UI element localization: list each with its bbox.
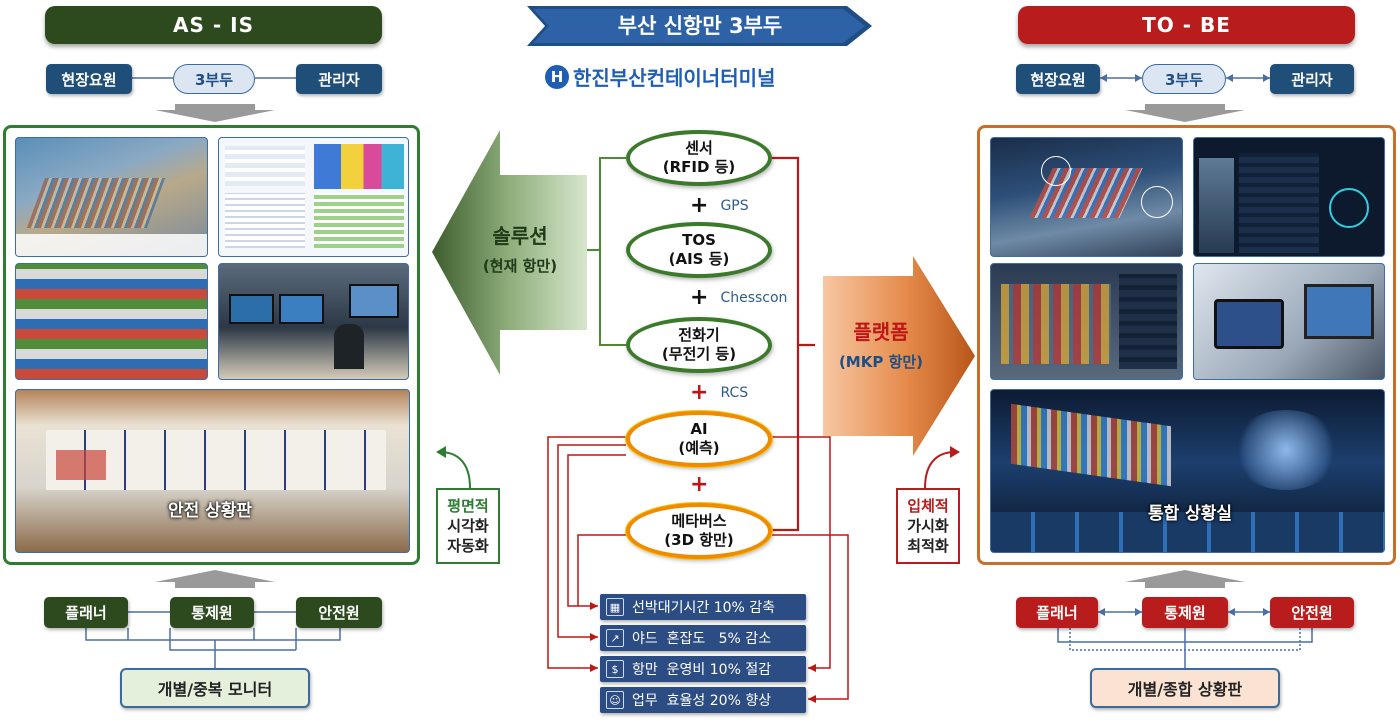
solution-arrow-icon bbox=[432, 130, 587, 375]
as-is-photo-frame bbox=[3, 125, 420, 565]
plus-icon: + bbox=[690, 380, 709, 405]
connector-gps-label: GPS bbox=[720, 197, 749, 214]
to-be-side-label: 입체적 가시화 최적화 bbox=[896, 488, 960, 564]
worker-icon: ☺ bbox=[606, 691, 624, 709]
hanjin-logo-icon: H bbox=[545, 64, 569, 89]
to-be-controller: 통제원 bbox=[1142, 597, 1228, 628]
as-is-planner: 플래너 bbox=[44, 597, 128, 628]
connector-chesscon: + Chesscon bbox=[690, 285, 787, 310]
result-operating-cost-text: 항만 운영비 10% 절감 bbox=[632, 662, 772, 678]
as-is-safety-officer: 안전원 bbox=[296, 597, 382, 628]
to-be-side-label-3: 최적화 bbox=[907, 537, 949, 555]
company-name: 한진부산컨테이너터미널 bbox=[573, 66, 776, 90]
tech-node-metaverse: 메타버스 (3D 항만) bbox=[626, 503, 772, 559]
calendar-icon: ▦ bbox=[606, 598, 624, 616]
plus-icon: + bbox=[690, 472, 709, 497]
connector-chesscon-label: Chesscon bbox=[720, 289, 788, 306]
as-is-header: AS - IS bbox=[45, 6, 382, 44]
tech-node-metaverse-title: 메타버스 bbox=[671, 512, 727, 530]
result-yard-congestion: ↗ 야드 혼잡도 5% 감소 bbox=[600, 625, 806, 651]
to-be-planner: 플래너 bbox=[1016, 597, 1098, 628]
to-be-photo-caption: 통합 상황실 bbox=[1147, 504, 1233, 524]
to-be-monitor-box: 개별/종합 상황판 bbox=[1090, 668, 1280, 708]
port-3d-simulation-photo bbox=[990, 137, 1183, 257]
as-is-controller: 통제원 bbox=[170, 597, 254, 628]
solution-title: 솔루션 bbox=[492, 224, 548, 248]
tech-node-tos-title: TOS bbox=[682, 231, 716, 249]
tech-node-ai: AI (예측) bbox=[626, 411, 772, 467]
to-be-side-label-1: 입체적 bbox=[907, 497, 949, 515]
platform-arrow-icon bbox=[823, 256, 975, 456]
money-icon: $ bbox=[606, 660, 624, 678]
plus-icon: + bbox=[690, 193, 709, 218]
result-vessel-wait: ▦ 선박대기시간 10% 감축 bbox=[600, 594, 806, 620]
to-be-side-label-2: 가시화 bbox=[907, 517, 949, 535]
to-be-field-agent: 현장요원 bbox=[1016, 64, 1100, 94]
connector-gps: + GPS bbox=[690, 193, 749, 218]
dashboard-screen-photo bbox=[218, 137, 409, 257]
to-be-safety-officer: 안전원 bbox=[1270, 597, 1354, 628]
tech-node-phone: 전화기 (무전기 등) bbox=[626, 317, 772, 373]
platform-title: 플랫폼 bbox=[853, 320, 909, 344]
as-is-side-label-1: 평면적 bbox=[447, 497, 489, 515]
platform-label: 플랫폼 (MKP 항만) bbox=[826, 316, 936, 372]
as-is-monitor-box: 개별/중복 모니터 bbox=[120, 668, 310, 708]
connector-rcs: + RCS bbox=[690, 380, 748, 405]
tablet-monitoring-photo bbox=[1193, 263, 1385, 380]
tech-node-sensor-sub: (RFID 등) bbox=[662, 158, 736, 176]
to-be-photo-frame bbox=[977, 125, 1396, 565]
as-is-hub-3rd-pier: 3부두 bbox=[173, 64, 255, 94]
solution-subtitle: (현재 항만) bbox=[482, 257, 558, 275]
tech-node-tos-sub: (AIS 등) bbox=[668, 250, 730, 268]
control-room-photo bbox=[218, 263, 409, 380]
to-be-manager: 관리자 bbox=[1270, 64, 1354, 94]
safety-board-photo bbox=[15, 389, 410, 553]
result-work-efficiency: ☺ 업무 효율성 20% 향상 bbox=[600, 687, 806, 713]
platform-subtitle: (MKP 항만) bbox=[838, 353, 924, 371]
as-is-field-agent: 현장요원 bbox=[46, 64, 132, 94]
page-title: 부산 신항만 3부두 bbox=[617, 14, 783, 38]
tech-node-phone-sub: (무전기 등) bbox=[661, 345, 737, 363]
result-yard-congestion-text: 야드 혼잡도 5% 감소 bbox=[632, 631, 772, 647]
result-vessel-wait-text: 선박대기시간 10% 감축 bbox=[632, 600, 776, 616]
tech-node-sensor: 센서 (RFID 등) bbox=[626, 130, 772, 186]
result-work-efficiency-text: 업무 효율성 20% 향상 bbox=[632, 693, 772, 709]
tech-node-ai-sub: (예측) bbox=[678, 439, 720, 457]
solution-label: 솔루션 (현재 항만) bbox=[460, 220, 580, 276]
tech-node-ai-title: AI bbox=[690, 420, 708, 438]
3d-yard-view-photo bbox=[990, 263, 1183, 380]
title-chevron-icon bbox=[527, 6, 872, 46]
tech-node-tos: TOS (AIS 등) bbox=[626, 222, 772, 278]
as-is-manager: 관리자 bbox=[296, 64, 382, 94]
tech-node-metaverse-sub: (3D 항만) bbox=[664, 531, 734, 549]
as-is-side-label: 평면적 시각화 자동화 bbox=[436, 488, 500, 564]
tech-node-phone-title: 전화기 bbox=[678, 326, 720, 344]
port-aerial-photo bbox=[15, 137, 208, 257]
result-operating-cost: $ 항만 운영비 10% 절감 bbox=[600, 656, 806, 682]
to-be-header: TO - BE bbox=[1018, 6, 1355, 44]
integrated-ops-room-photo bbox=[990, 389, 1385, 553]
connector-plus: + bbox=[690, 472, 708, 497]
container-yard-photo bbox=[15, 263, 208, 380]
tech-node-sensor-title: 센서 bbox=[685, 139, 713, 157]
plus-icon: + bbox=[690, 285, 709, 310]
chart-icon: ↗ bbox=[606, 629, 624, 647]
as-is-side-label-2: 시각화 bbox=[447, 517, 489, 535]
as-is-side-label-3: 자동화 bbox=[447, 537, 489, 555]
connector-rcs-label: RCS bbox=[720, 384, 749, 401]
as-is-photo-caption: 안전 상황판 bbox=[167, 501, 253, 521]
company-logo: H 한진부산컨테이너터미널 bbox=[545, 62, 775, 91]
digital-twin-dashboard-photo bbox=[1193, 137, 1385, 257]
to-be-hub-3rd-pier: 3부두 bbox=[1142, 64, 1226, 94]
